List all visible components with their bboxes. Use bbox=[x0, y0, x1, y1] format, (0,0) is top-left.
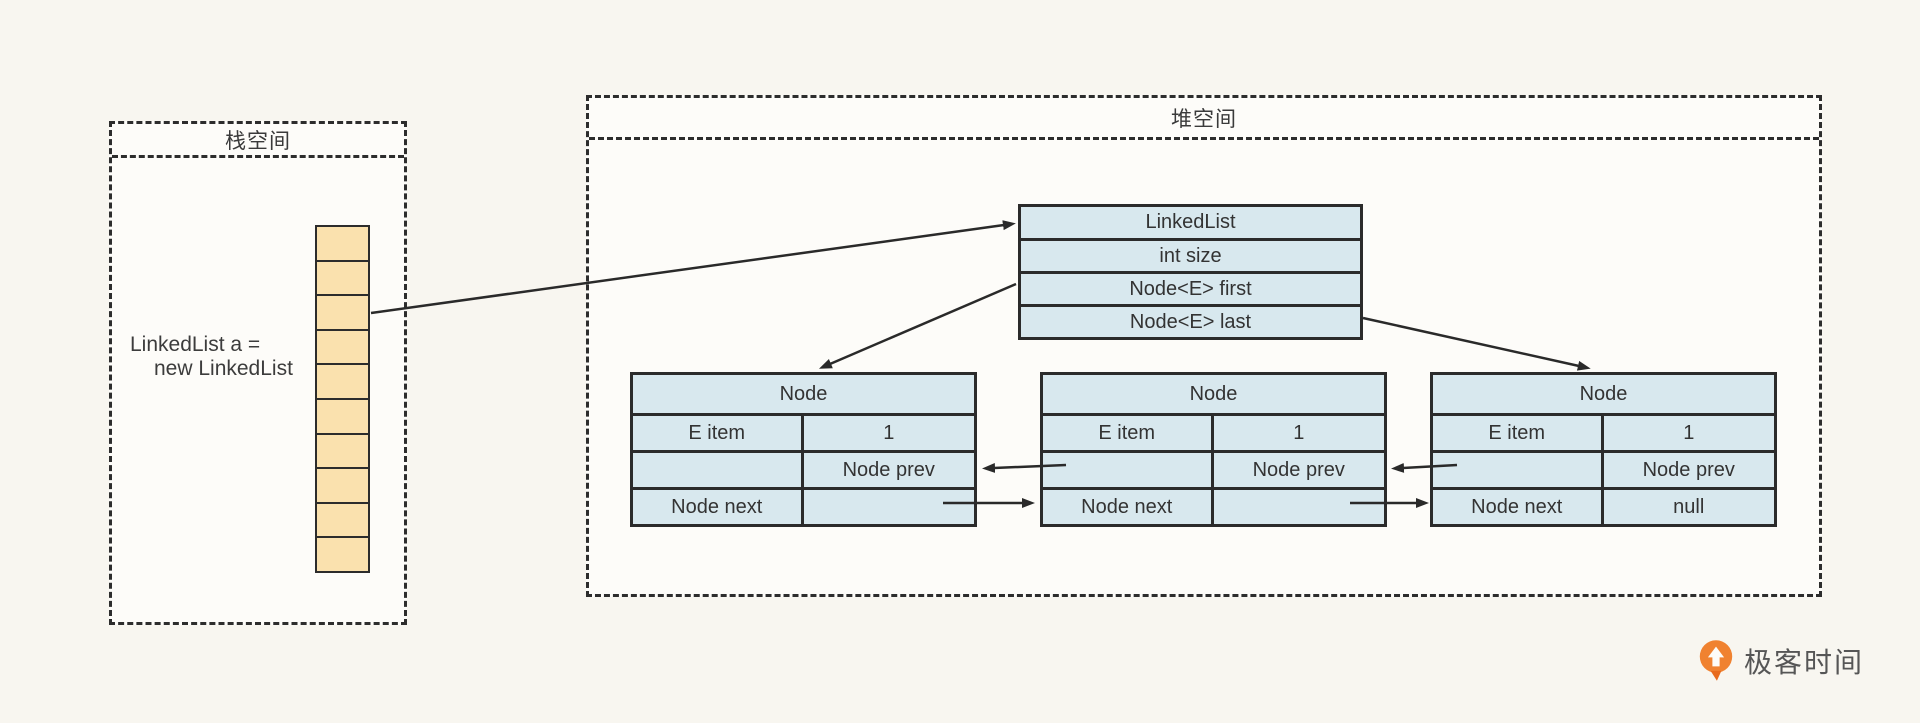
node3-item-label: E item bbox=[1433, 416, 1604, 450]
stack-cell bbox=[317, 294, 368, 329]
stack-cell bbox=[317, 259, 368, 295]
linkedlist-field-last: Node<E> last bbox=[1021, 304, 1360, 337]
node1-prev-label: Node prev bbox=[842, 458, 935, 481]
linkedlist-object-table: LinkedList int size Node<E> first Node<E… bbox=[1018, 204, 1363, 340]
stack-variable-line1: LinkedList a = bbox=[130, 333, 261, 356]
stack-cell bbox=[317, 432, 368, 468]
node1-prev-slot bbox=[633, 453, 804, 487]
node2-prev-slot bbox=[1043, 453, 1214, 487]
node2-item-row: E item 1 bbox=[1043, 413, 1384, 450]
node-table-3: Node E item 1 Node prev Node next null bbox=[1430, 372, 1777, 527]
linkedlist-field-size: int size bbox=[1021, 238, 1360, 271]
node1-item-value: 1 bbox=[883, 421, 895, 444]
node1-next-row: Node next bbox=[633, 487, 974, 524]
stack-cell bbox=[317, 363, 368, 398]
stack-cell bbox=[317, 536, 368, 571]
node3-prev-row: Node prev bbox=[1433, 450, 1774, 487]
node3-prev-slot bbox=[1433, 453, 1604, 487]
node3-item-row: E item 1 bbox=[1433, 413, 1774, 450]
node3-next-label: Node next bbox=[1433, 490, 1604, 524]
node2-next-label: Node next bbox=[1043, 490, 1214, 524]
node3-next-value: null bbox=[1673, 495, 1705, 518]
stack-variable-line2: new LinkedList bbox=[154, 357, 293, 380]
node1-next-value bbox=[804, 490, 975, 524]
stack-variable-label: LinkedList a = new LinkedList bbox=[130, 333, 293, 381]
stack-cell bbox=[317, 227, 368, 260]
heap-space-title: 堆空间 bbox=[589, 98, 1819, 140]
linkedlist-field-first: Node<E> first bbox=[1021, 271, 1360, 304]
node2-prev-row: Node prev bbox=[1043, 450, 1384, 487]
geektime-logo-icon bbox=[1699, 640, 1733, 681]
node1-item-label: E item bbox=[633, 416, 804, 450]
brand-logo-text: 极客时间 bbox=[1744, 647, 1865, 678]
stack-cell bbox=[317, 328, 368, 364]
node2-next-row: Node next bbox=[1043, 487, 1384, 524]
node-table-2: Node E item 1 Node prev Node next bbox=[1040, 372, 1387, 527]
linkedlist-table-header: LinkedList bbox=[1145, 211, 1236, 233]
stack-cell bbox=[317, 501, 368, 537]
stack-cells bbox=[315, 225, 370, 573]
node2-prev-label: Node prev bbox=[1252, 458, 1345, 481]
brand-logo: 极客时间 bbox=[1698, 638, 1864, 684]
node3-header: Node bbox=[1579, 382, 1628, 405]
node2-header: Node bbox=[1189, 382, 1238, 405]
node1-header: Node bbox=[779, 382, 828, 405]
node3-item-value: 1 bbox=[1683, 421, 1695, 444]
node2-item-value: 1 bbox=[1293, 421, 1305, 444]
node1-prev-row: Node prev bbox=[633, 450, 974, 487]
stack-cell bbox=[317, 467, 368, 502]
stack-cell bbox=[317, 397, 368, 433]
node1-item-row: E item 1 bbox=[633, 413, 974, 450]
node3-prev-label: Node prev bbox=[1642, 458, 1735, 481]
node1-next-label: Node next bbox=[633, 490, 804, 524]
stack-space-title: 栈空间 bbox=[112, 124, 404, 158]
node2-item-label: E item bbox=[1043, 416, 1214, 450]
node2-next-value bbox=[1214, 490, 1385, 524]
node-table-1: Node E item 1 Node prev Node next bbox=[630, 372, 977, 527]
node3-next-row: Node next null bbox=[1433, 487, 1774, 524]
